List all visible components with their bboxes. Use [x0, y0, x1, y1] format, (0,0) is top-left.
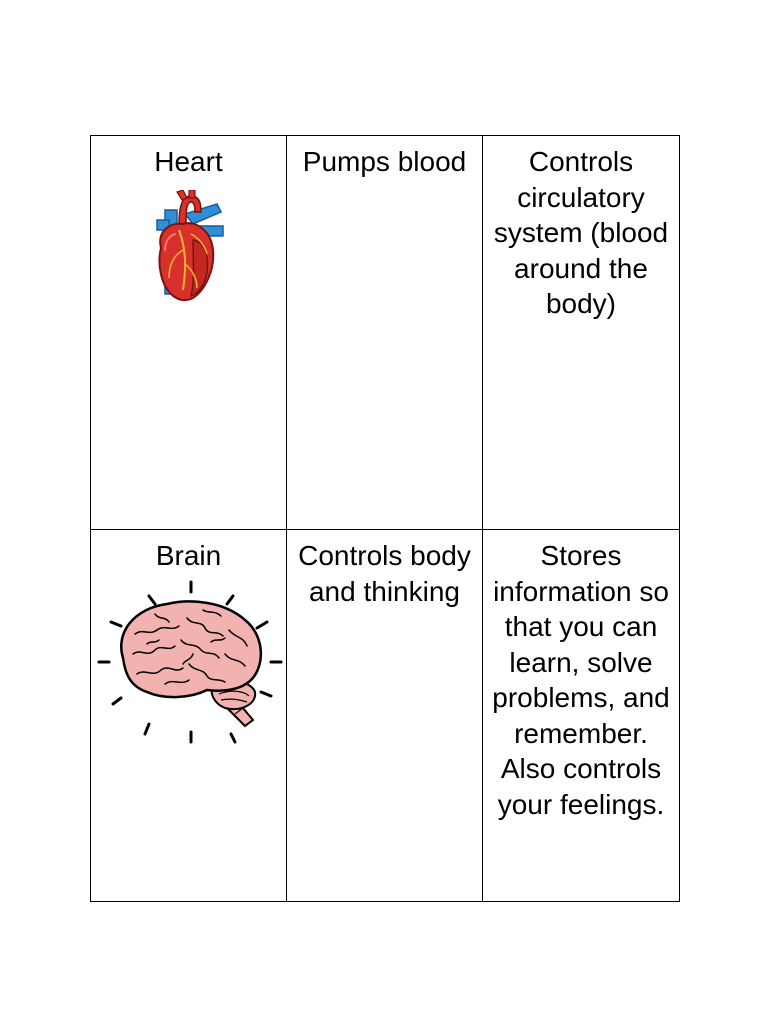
table-row-brain: Brain — [90, 529, 680, 902]
table-row-heart: Heart — [90, 135, 680, 530]
brain-icon — [97, 580, 283, 743]
role-cell-heart: Controls circulatory system (blood aroun… — [482, 135, 680, 530]
organ-cell-heart: Heart — [90, 135, 287, 530]
role-text-brain: Stores information so that you can learn… — [492, 540, 670, 820]
heart-icon — [155, 189, 224, 301]
function-text-brain: Controls body and thinking — [298, 540, 471, 607]
role-cell-brain: Stores information so that you can learn… — [482, 529, 680, 902]
organ-table: Heart — [90, 135, 680, 902]
organ-name-brain: Brain — [155, 540, 222, 571]
organ-name-heart: Heart — [154, 146, 223, 177]
organ-cell-brain: Brain — [90, 529, 287, 902]
role-text-heart: Controls circulatory system (blood aroun… — [493, 146, 669, 319]
function-text-heart: Pumps blood — [302, 146, 467, 177]
function-cell-brain: Controls body and thinking — [286, 529, 483, 902]
function-cell-heart: Pumps blood — [286, 135, 483, 530]
